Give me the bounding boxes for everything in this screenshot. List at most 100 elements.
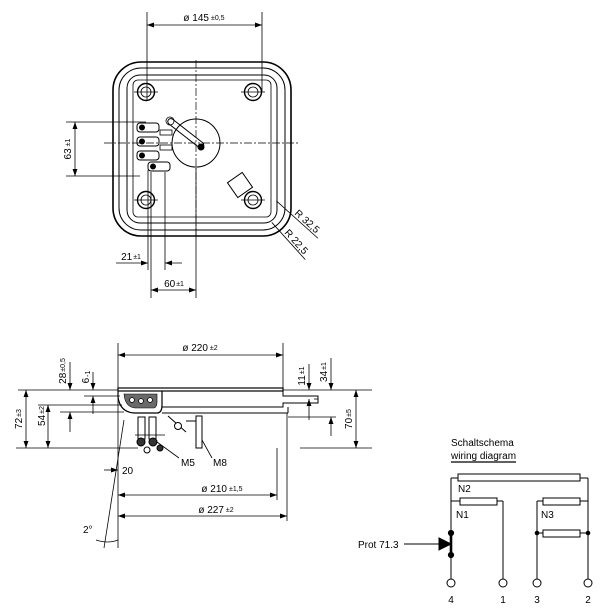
dimension-label-145: ø 145±0,5 — [183, 13, 224, 24]
probe-head — [165, 116, 175, 126]
protector-label: Prot 71.3 — [358, 540, 399, 551]
protector-pointer — [438, 537, 453, 551]
dimension-label-6: 6-1 — [81, 371, 92, 384]
dimension-tolerance: ±1 — [299, 366, 306, 374]
terminal-tab — [159, 144, 173, 151]
heating-element-n3 — [542, 497, 581, 506]
plate-rim-section — [117, 391, 163, 414]
dimension-value: ø 227 — [198, 505, 224, 516]
terminal — [136, 136, 160, 147]
dimension-label-20: 20 — [122, 466, 134, 477]
dimension-value: 72 — [14, 417, 25, 429]
sensor-housing — [226, 171, 254, 199]
sensor-side — [167, 415, 200, 433]
dimension-value: 28 — [58, 372, 69, 384]
terminal-label: 3 — [534, 595, 540, 606]
terminal — [147, 161, 171, 172]
thread-label-m5: M5 — [181, 458, 195, 469]
dimension-label-220: ø 220±2 — [182, 343, 217, 354]
leader-line — [156, 441, 180, 459]
mounting-hole — [134, 190, 158, 210]
probe-rod — [167, 118, 205, 149]
dimension-label-60: 60±1 — [164, 279, 184, 290]
dimension-value: ø 145 — [183, 13, 209, 24]
terminal — [136, 122, 160, 133]
angle-arc — [95, 539, 119, 543]
plate-flange — [162, 391, 319, 408]
dimension-tolerance: ±2 — [39, 406, 46, 414]
dimension-label-21: 21±1 — [121, 252, 141, 263]
dimension-value: 21 — [121, 252, 133, 263]
leader-line — [271, 222, 306, 260]
mounting-hole — [134, 82, 158, 102]
terminal-1 — [498, 578, 508, 588]
terminal — [148, 416, 157, 440]
wiring-subtitle: wiring diagram — [450, 451, 516, 462]
angle-label: 2° — [83, 525, 93, 536]
terminal — [136, 150, 160, 161]
draft-line — [103, 419, 125, 549]
dimension-tolerance: ±1 — [65, 138, 72, 146]
heating-element-n2 — [457, 473, 581, 482]
heating-element-n3b — [542, 529, 581, 538]
side-view: ø 220±2 72±3 54±2 28±0,5 6-1 11±1 34±1 7… — [14, 343, 372, 549]
radius-label-32: R 32,5 — [292, 208, 322, 236]
dimension-tolerance: ±1 — [176, 281, 184, 288]
dimension-value: 34 — [319, 370, 330, 382]
dimension-value: 63 — [63, 148, 74, 160]
terminal-screw — [139, 152, 145, 159]
terminal-label: 4 — [448, 595, 454, 606]
dimension-tolerance: ±1,5 — [229, 486, 243, 493]
terminal-2 — [583, 578, 593, 588]
terminal-3 — [532, 578, 542, 588]
dimension-tolerance: ±0,5 — [211, 15, 225, 22]
wiring-diagram: Schaltschema wiring diagram N2 Prot 71.3… — [358, 438, 593, 606]
dimension-label-70: 70±5 — [344, 409, 355, 429]
dimension-label-54: 54±2 — [37, 406, 48, 426]
dimension-label-11: 11±1 — [297, 366, 308, 385]
dimension-tolerance: ±2 — [210, 345, 218, 352]
leader-line — [276, 200, 319, 239]
thread-label-m8: M8 — [213, 458, 227, 469]
plate-outline-middle — [118, 67, 286, 231]
dimension-value: ø 220 — [182, 343, 208, 354]
heating-coil — [147, 397, 153, 403]
mounting-hole — [241, 190, 265, 210]
dimension-label-63: 63±1 — [63, 138, 74, 159]
dimension-label-227: ø 227±2 — [198, 505, 233, 516]
label-n1: N1 — [456, 510, 469, 521]
plate-outline-outer — [112, 61, 292, 237]
dimension-label-210: ø 210±1,5 — [201, 484, 242, 495]
terminal-block-side — [135, 416, 165, 454]
mounting-hole — [241, 82, 265, 102]
dimension-tolerance: -1 — [85, 371, 92, 377]
plate-top-surface — [117, 387, 284, 392]
terminal-screw — [136, 437, 146, 447]
dimension-tolerance: ±1 — [133, 254, 141, 261]
heating-coil — [129, 397, 135, 403]
radius-label-22: R 22,5 — [282, 228, 310, 258]
dimension-tolerance: ±1 — [321, 362, 328, 370]
dimension-value: 54 — [37, 414, 48, 426]
dimension-label-28: 28±0,5 — [58, 358, 69, 384]
label-n2: N2 — [458, 484, 471, 495]
top-view: ø 145±0,5 — [63, 12, 322, 298]
bolt-m8 — [195, 415, 203, 449]
leader-line — [201, 439, 213, 459]
dimension-tolerance: ±5 — [346, 409, 353, 417]
dimension-value: 6 — [81, 377, 92, 383]
plate-rib — [132, 79, 272, 218]
terminal-screw — [156, 444, 164, 452]
terminal-label: 1 — [500, 595, 506, 606]
terminal-screw — [139, 138, 145, 145]
junction-dot — [534, 530, 540, 536]
plate-outline-inner — [126, 74, 278, 224]
terminal-tab — [159, 129, 173, 136]
dimension-value: 11 — [297, 375, 308, 386]
terminal-screw — [150, 163, 156, 170]
dimension-label-72: 72±3 — [14, 409, 25, 429]
terminal-4 — [446, 578, 456, 588]
terminal-screw — [139, 124, 145, 131]
center-boss — [171, 118, 221, 168]
dimension-tolerance: ±2 — [226, 507, 234, 514]
